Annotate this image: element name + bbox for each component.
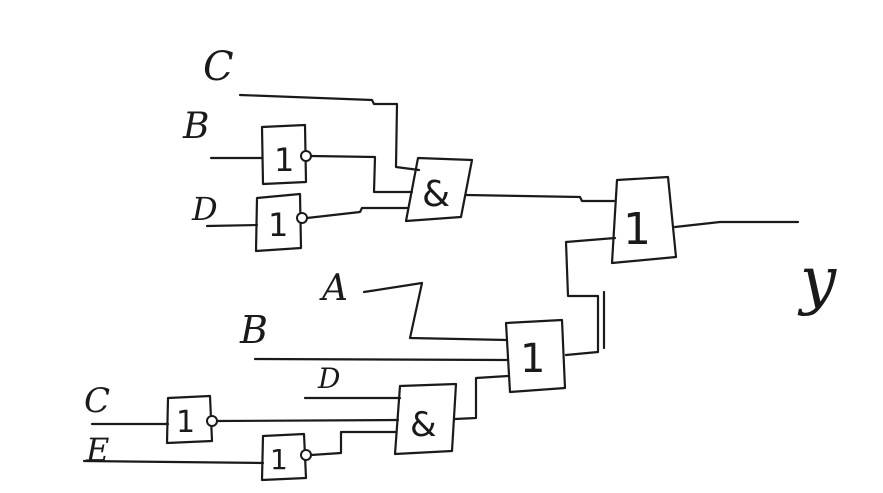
wire-or-to-output [673,220,800,229]
label-input-d-top: D [191,190,218,228]
label-input-c-bottom: C [84,381,110,421]
label-input-e: E [85,431,109,469]
inversion-bubble [300,150,312,162]
not-gate-c-symbol: 1 [176,405,195,440]
label-input-b-top: B [182,106,209,147]
inversion-bubble [206,415,218,427]
label-input-a: A [319,268,348,309]
label-input-b-bottom: B [239,308,268,352]
and-gate-bottom: & [393,382,458,456]
inversion-bubble [300,449,312,461]
not-gate-b-symbol: 1 [274,141,294,179]
or-gate-middle: 1 [504,318,567,394]
label-input-d-bottom: D [317,362,340,395]
wire-d-top-to-not [205,223,259,228]
wire-or-mid-to-or-final [564,236,617,357]
inversion-bubble [296,212,308,224]
or-gate-middle-symbol: 1 [520,336,545,382]
not-gate-d-symbol: 1 [268,206,288,244]
not-gate-e-symbol: 1 [270,443,288,476]
wire-b-bottom-to-or [253,357,510,362]
not-gate-e-bottom: 1 [260,432,312,482]
not-gate-d-top: 1 [254,192,308,253]
not-gate-b-top: 1 [260,123,312,186]
wire-e-to-not [82,459,265,465]
not-gate-c-bottom: 1 [165,394,218,445]
or-gate-final: 1 [610,175,678,265]
wire-not-e-to-and [309,430,398,457]
label-output-y: y [797,244,837,318]
and-gate-bottom-symbol: & [410,405,437,445]
wire-not-d-to-and [305,206,409,220]
wire-c-top-to-and [238,93,421,172]
label-input-c-top: C [203,44,234,90]
or-gate-final-symbol: 1 [623,204,651,255]
wire-and-top-to-or [464,193,616,203]
wire-not-b-to-and [309,154,414,194]
wire-not-c-to-and [215,418,400,423]
and-gate-top: & [404,156,474,223]
wire-and-bottom-to-or [453,374,510,421]
and-gate-top-symbol: & [422,174,450,215]
wire-a-to-or [362,281,509,342]
